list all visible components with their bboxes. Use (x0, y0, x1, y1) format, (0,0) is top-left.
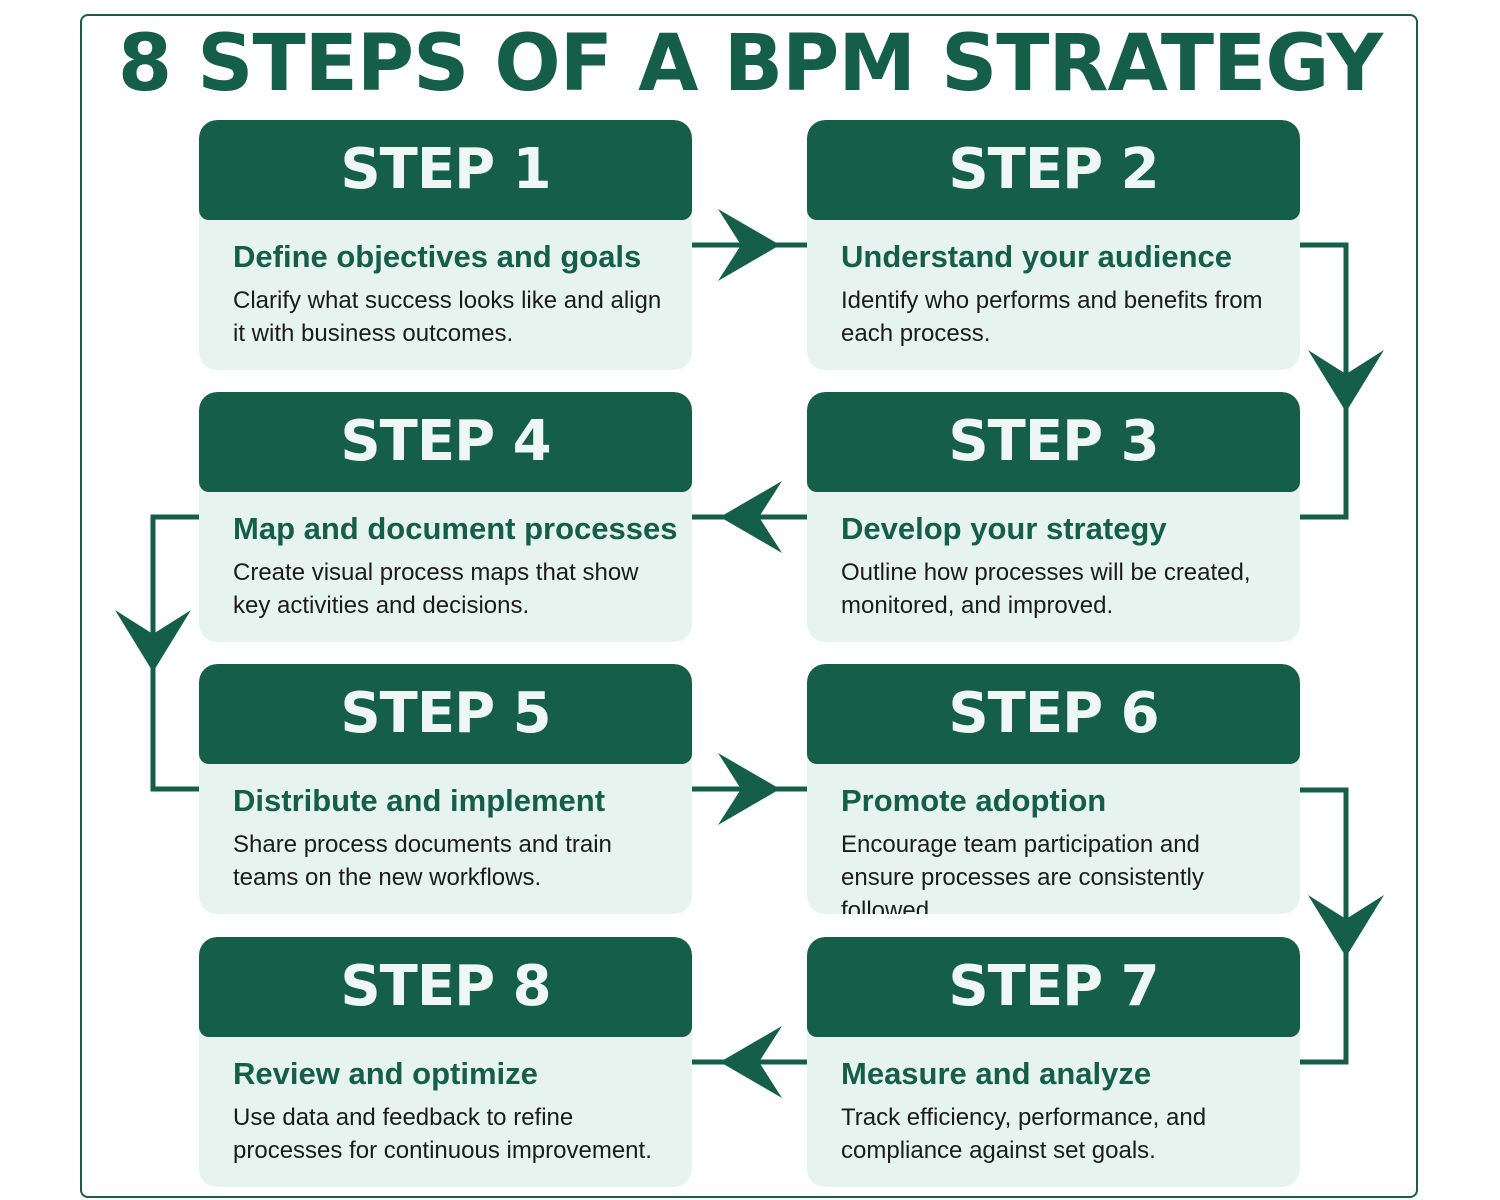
arrow-left-icon (720, 1026, 782, 1098)
step-label: STEP 5 (199, 664, 692, 764)
step-card-5: STEP 5 Distribute and implement Share pr… (199, 664, 692, 914)
step-card-2: STEP 2 Understand your audience Identify… (807, 120, 1300, 370)
step-title: Define objectives and goals (233, 239, 642, 274)
page-title: 8 STEPS OF A BPM STRATEGY (117, 19, 1383, 109)
step-label: STEP 1 (199, 120, 692, 220)
step-card-6: STEP 6 Promote adoption Encourage team p… (807, 664, 1300, 914)
step-description: Identify who performs and benefits from … (841, 287, 1263, 347)
step-description: Share process documents and train teams … (233, 831, 612, 891)
step-title: Understand your audience (841, 239, 1233, 274)
infographic-frame (80, 14, 1418, 1198)
step-title: Distribute and implement (233, 783, 606, 818)
arrow-down-icon (1308, 350, 1384, 412)
step-card-3: STEP 3 Develop your strategy Outline how… (807, 392, 1300, 642)
step-label: STEP 8 (199, 937, 692, 1037)
step-description: Use data and feedback to refine processe… (233, 1104, 652, 1164)
step-title: Develop your strategy (841, 511, 1167, 546)
step-description: Track efficiency, performance, and compl… (841, 1104, 1207, 1164)
step-label: STEP 3 (807, 392, 1300, 492)
arrow-right-icon (718, 209, 780, 281)
step-label: STEP 4 (199, 392, 692, 492)
arrow-left-icon (720, 481, 782, 553)
arrow-down-icon (1308, 895, 1384, 957)
step-description: Outline how processes will be created, m… (841, 559, 1251, 619)
step-card-7: STEP 7 Measure and analyze Track efficie… (807, 937, 1300, 1187)
arrow-right-icon (718, 753, 780, 825)
step-title: Map and document processes (233, 511, 678, 546)
step-label: STEP 2 (807, 120, 1300, 220)
step-title: Promote adoption (841, 783, 1107, 818)
step-card-8: STEP 8 Review and optimize Use data and … (199, 937, 692, 1187)
step-label: STEP 6 (807, 664, 1300, 764)
step-title: Review and optimize (233, 1056, 538, 1091)
step-card-1: STEP 1 Define objectives and goals Clari… (199, 120, 692, 370)
step-title: Measure and analyze (841, 1056, 1152, 1091)
step-description: Create visual process maps that show key… (233, 559, 639, 619)
arrow-down-icon (115, 610, 191, 672)
step-card-4: STEP 4 Map and document processes Create… (199, 392, 692, 642)
step-label: STEP 7 (807, 937, 1300, 1037)
step-description: Encourage team participation and ensure … (841, 831, 1204, 914)
step-description: Clarify what success looks like and alig… (233, 287, 662, 347)
